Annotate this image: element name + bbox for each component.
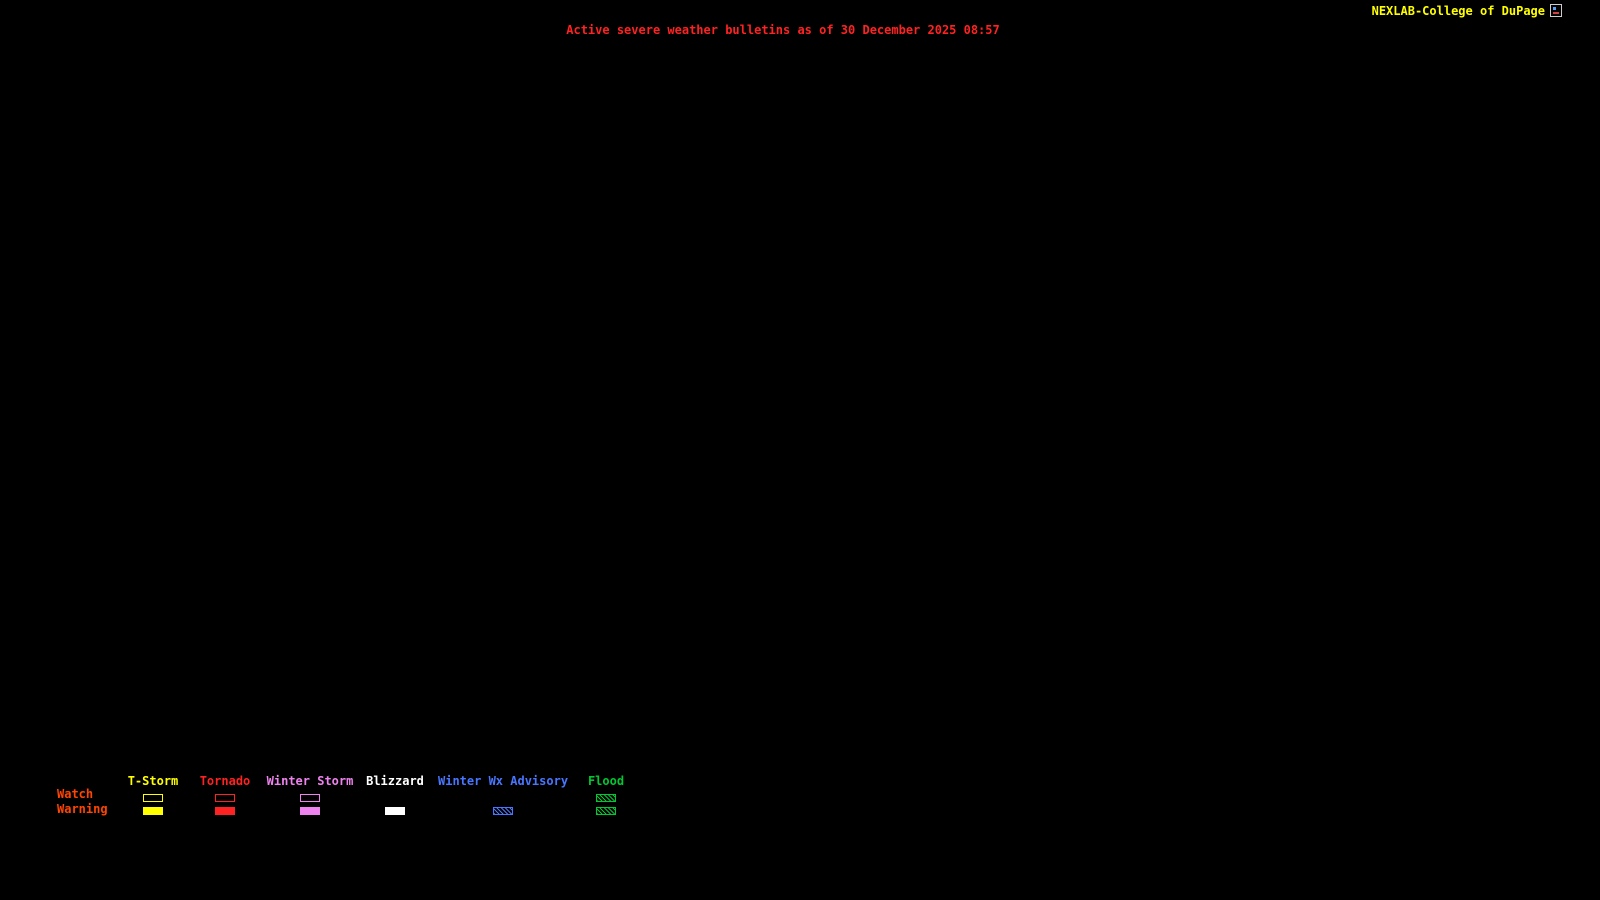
legend-col-winter-wx-advisory: Winter Wx Advisory — [438, 775, 568, 816]
tstorm-watch-swatch — [143, 793, 163, 802]
tornado-warning-swatch — [215, 806, 235, 815]
legend-label-blizzard: Blizzard — [366, 774, 424, 788]
legend-label-tstorm: T-Storm — [127, 774, 179, 788]
legend-col-blizzard: Blizzard — [365, 775, 425, 816]
tornado-watch-swatch — [215, 793, 235, 802]
winter-storm-watch-swatch — [300, 793, 320, 802]
legend-col-winter-storm: Winter Storm — [266, 775, 354, 816]
legend-warning-row-label: Warning — [57, 802, 108, 816]
legend-col-tornado: Tornado — [194, 775, 256, 816]
legend-label-winter-wx-advisory: Winter Wx Advisory — [438, 774, 569, 788]
flood-watch-swatch — [596, 793, 616, 802]
legend-label-flood: Flood — [587, 774, 625, 788]
legend: Watch Warning T-Storm Tornado Winter Sto… — [0, 775, 800, 825]
site-header: NEXLAB-College of DuPage — [1372, 4, 1562, 18]
bulletin-title: Active severe weather bulletins as of 30… — [566, 23, 1000, 37]
legend-col-tstorm: T-Storm — [122, 775, 184, 816]
blizzard-warning-swatch — [385, 806, 405, 815]
winter-wx-advisory-warning-swatch — [493, 806, 513, 815]
legend-col-flood: Flood — [586, 775, 626, 816]
flood-warning-swatch — [596, 806, 616, 815]
tstorm-warning-swatch — [143, 806, 163, 815]
site-label: NEXLAB-College of DuPage — [1371, 4, 1545, 18]
legend-watch-row-label: Watch — [57, 787, 94, 801]
image-placeholder-icon — [1550, 4, 1562, 17]
winter-storm-warning-swatch — [300, 806, 320, 815]
legend-label-winter-storm: Winter Storm — [266, 774, 354, 788]
legend-label-tornado: Tornado — [199, 774, 251, 788]
